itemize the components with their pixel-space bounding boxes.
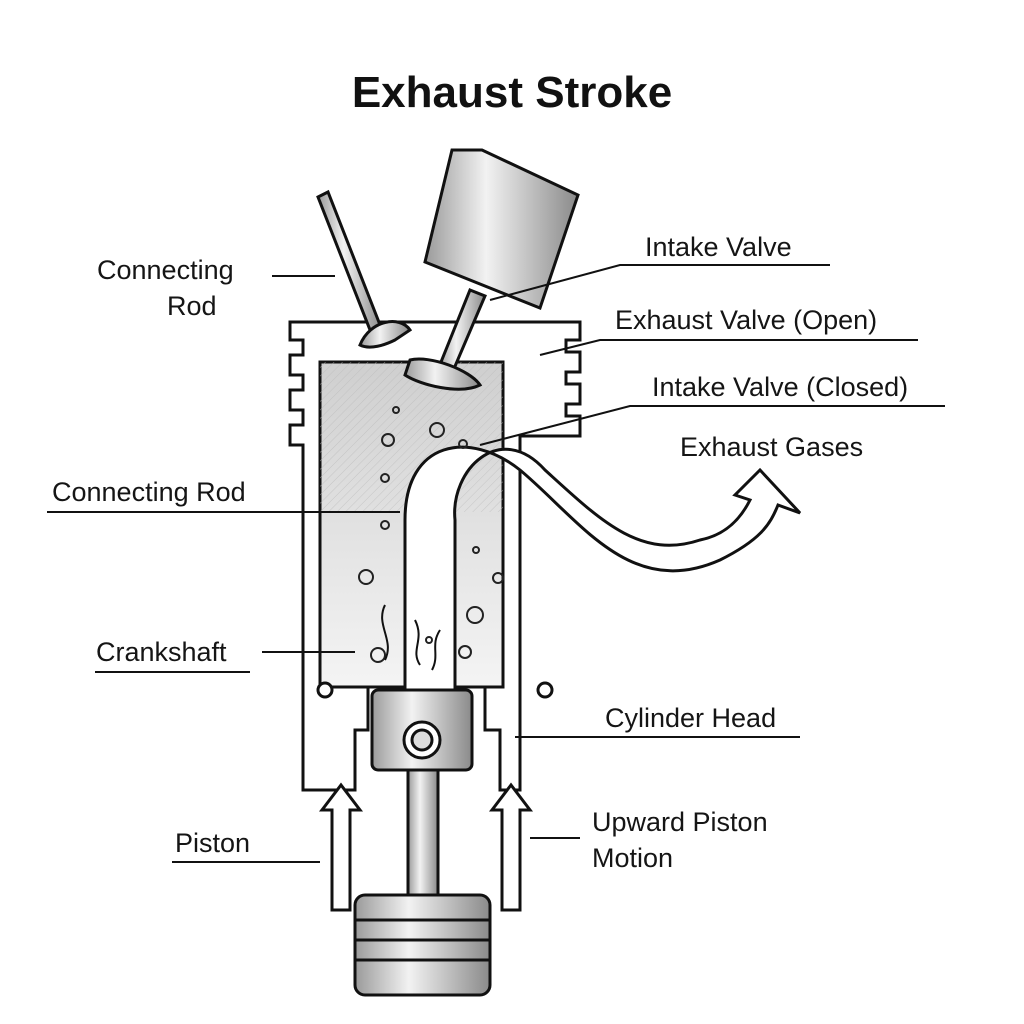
label-intake-valve: Intake Valve [645, 232, 792, 262]
gas-bubbles [358, 406, 504, 663]
label-cylinder-head: Cylinder Head [605, 703, 777, 733]
intake-valve-stem [316, 189, 413, 349]
label-connecting-rod-top-line1: Connecting [97, 255, 234, 285]
label-upward-motion-line2: Motion [592, 843, 674, 873]
label-exhaust-gases: Exhaust Gases [680, 432, 864, 462]
leader-lines [47, 264, 945, 863]
label-exhaust-valve-open: Exhaust Valve (Open) [615, 305, 878, 335]
upward-motion-arrows [318, 782, 534, 912]
rising-wisps [381, 604, 441, 671]
label-connecting-rod: Connecting Rod [52, 477, 246, 507]
label-intake-valve-closed: Intake Valve (Closed) [652, 372, 909, 402]
label-connecting-rod-top-line2: Rod [167, 291, 217, 321]
label-upward-motion-line1: Upward Piston [592, 807, 768, 837]
label-crankshaft: Crankshaft [96, 637, 227, 667]
exhaust-valve [403, 148, 580, 391]
label-piston: Piston [175, 828, 251, 858]
exhaust-gases-arrow [403, 445, 802, 692]
piston-assembly [353, 688, 492, 997]
diagram-title: Exhaust Stroke [351, 68, 673, 117]
